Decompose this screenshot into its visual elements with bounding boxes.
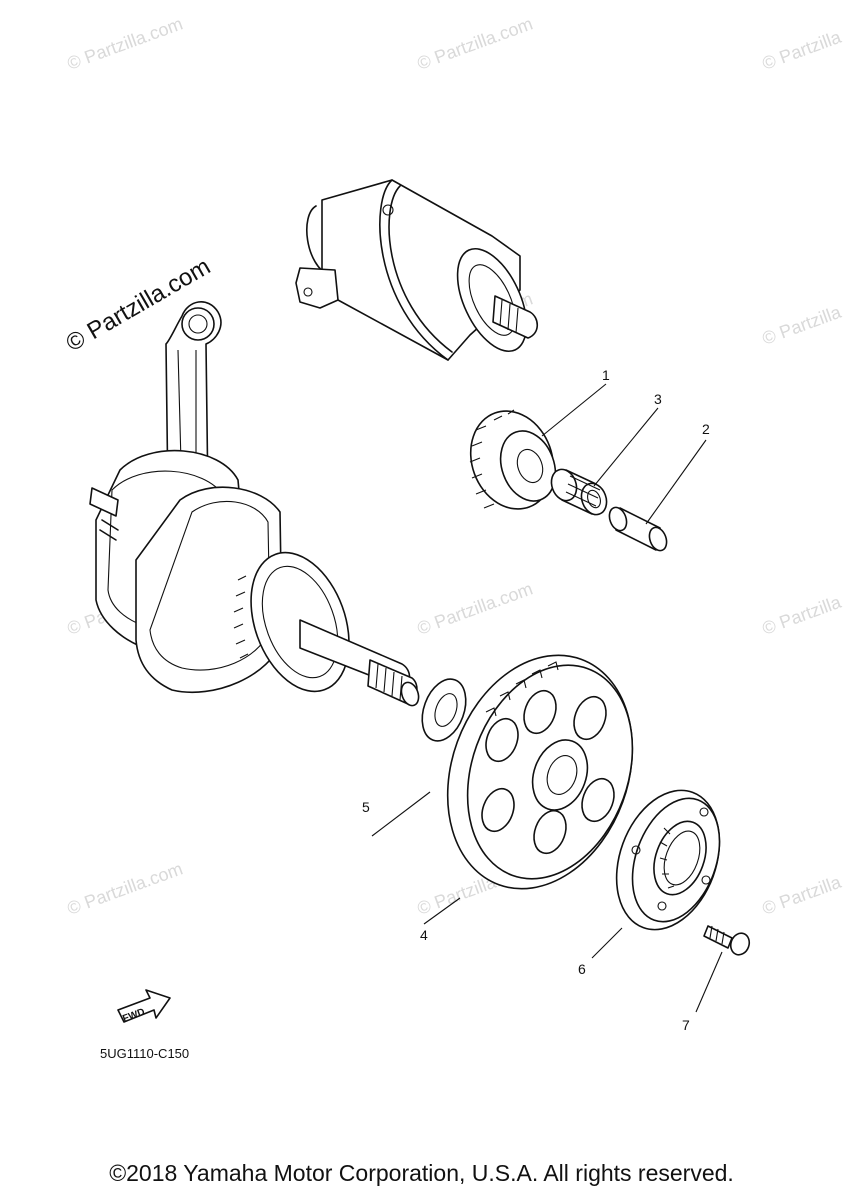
watermark: © Partzilla.com <box>415 578 536 638</box>
part-4-starter-wheel-gear <box>446 654 634 890</box>
callout-7: 7 <box>682 1017 690 1033</box>
watermark: © Partzilla.com <box>760 858 843 918</box>
part-1-idle-gear <box>469 409 557 510</box>
fwd-arrow: FWD <box>117 989 171 1025</box>
leader-lines <box>371 383 723 1013</box>
part-6-starter-clutch <box>615 789 721 931</box>
callout-1: 1 <box>602 367 610 383</box>
callout-5: 5 <box>362 799 370 815</box>
crankshaft <box>89 301 420 707</box>
watermark: © Partzilla.com <box>760 578 843 638</box>
part-3-needle-bearing <box>550 468 608 516</box>
copyright-notice: ©2018 Yamaha Motor Corporation, U.S.A. A… <box>109 1160 734 1186</box>
callout-4: 4 <box>420 927 428 943</box>
watermark: © Partzilla.com <box>415 13 536 73</box>
watermark: © Partzilla.com <box>760 288 843 348</box>
part-2-shaft <box>608 506 668 552</box>
starter-motor <box>295 179 539 361</box>
part-7-bolt <box>703 925 751 956</box>
callout-2: 2 <box>702 421 710 437</box>
diagram-code: 5UG1110-C150 <box>100 1046 190 1061</box>
callout-6: 6 <box>578 961 586 977</box>
callout-3: 3 <box>654 391 662 407</box>
callouts: 1 2 3 4 5 6 7 <box>362 367 710 1033</box>
watermark: © Partzilla.com <box>760 13 843 73</box>
watermark: © Partzilla.com <box>65 13 186 73</box>
part-5-washer <box>421 678 467 742</box>
watermark: © Partzilla.com <box>65 858 186 918</box>
